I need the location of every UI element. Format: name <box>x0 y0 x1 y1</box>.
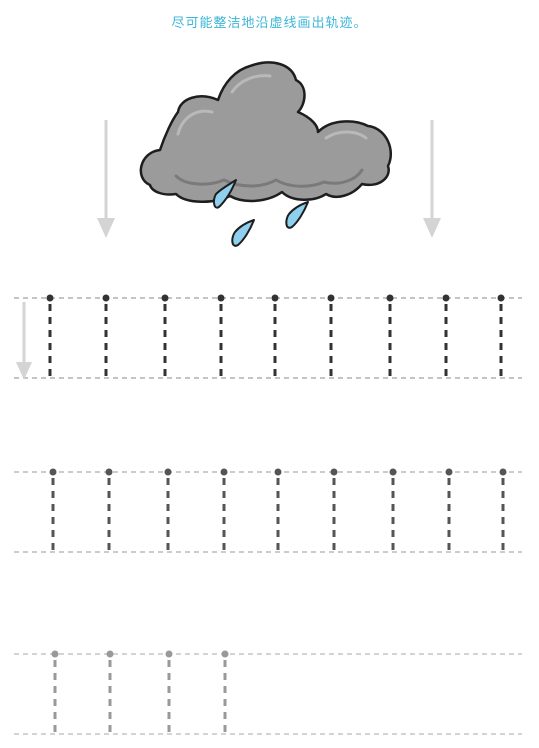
raindrop-icon <box>212 179 237 209</box>
tracing-stroke[interactable] <box>442 294 450 379</box>
row-arrow-down-icon <box>16 302 32 380</box>
raindrop-icon <box>285 201 309 229</box>
tracing-stroke[interactable] <box>499 468 507 553</box>
raindrop-icon <box>231 219 255 247</box>
tracing-stroke[interactable] <box>49 468 57 553</box>
tracing-stroke[interactable] <box>105 468 113 553</box>
tracing-stroke[interactable] <box>330 468 338 553</box>
tracing-stroke[interactable] <box>46 294 54 379</box>
rain-cloud-icon <box>139 61 393 203</box>
tracing-stroke[interactable] <box>161 294 169 379</box>
tracing-stroke[interactable] <box>102 294 110 379</box>
tracing-stroke[interactable] <box>165 650 173 735</box>
tracing-stroke[interactable] <box>271 294 279 379</box>
left-arrow-down-icon <box>97 120 115 238</box>
tracing-stroke[interactable] <box>221 650 229 735</box>
tracing-stroke[interactable] <box>164 468 172 553</box>
tracing-row-1 <box>14 294 522 380</box>
instruction-text: 尽可能整洁地沿虚线画出轨迹。 <box>171 16 368 31</box>
tracing-stroke[interactable] <box>220 468 228 553</box>
tracing-row-3 <box>14 650 522 735</box>
tracing-stroke[interactable] <box>327 294 335 379</box>
tracing-stroke[interactable] <box>386 294 394 379</box>
tracing-stroke[interactable] <box>106 650 114 735</box>
tracing-stroke[interactable] <box>274 468 282 553</box>
right-arrow-down-icon <box>423 120 441 238</box>
tracing-row-2 <box>14 468 522 553</box>
tracing-stroke[interactable] <box>497 294 505 379</box>
tracing-stroke[interactable] <box>389 468 397 553</box>
tracing-stroke[interactable] <box>445 468 453 553</box>
tracing-stroke[interactable] <box>51 650 59 735</box>
tracing-stroke[interactable] <box>217 294 225 379</box>
